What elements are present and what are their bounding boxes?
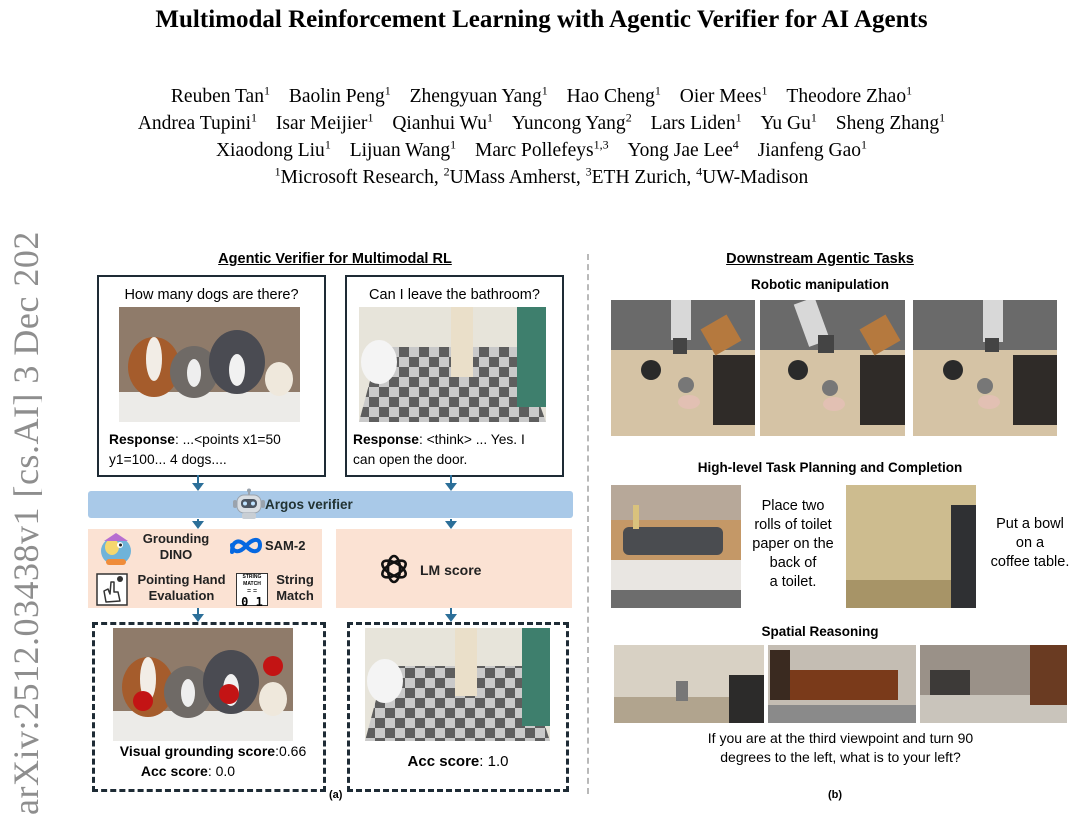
robot-frame-2 — [760, 300, 905, 436]
spatial-question: If you are at the third viewpoint and tu… — [707, 730, 974, 765]
pointing-hand-icon — [96, 573, 128, 606]
point-marker — [263, 656, 283, 676]
figure-caption-b: (b) — [828, 789, 843, 801]
author: Isar Meijier1 — [275, 110, 374, 134]
author: Jianfeng Gao1 — [757, 137, 868, 161]
author: Lijuan Wang1 — [349, 137, 457, 161]
author: Yong Jae Lee4 — [627, 137, 739, 161]
left-panel-heading: Agentic Verifier for Multimodal RL — [218, 251, 452, 267]
author: Sheng Zhang1 — [835, 110, 946, 134]
robot-frame-1 — [611, 300, 755, 436]
dogs-photo — [119, 307, 300, 422]
lm-score-label: LM score — [420, 562, 482, 578]
robot-frame-3 — [913, 300, 1057, 436]
robotic-manipulation-label: Robotic manipulation — [751, 277, 889, 292]
paper-title: Multimodal Reinforcement Learning with A… — [155, 6, 928, 33]
arrow-down-icon — [192, 519, 204, 529]
author: Xiaodong Liu1 — [215, 137, 331, 161]
authors-line-3: Xiaodong Liu1 Lijuan Wang1 Marc Pollefey… — [0, 137, 1083, 162]
sam-2-label: SAM-2 — [265, 538, 306, 553]
figure-caption-a: (a) — [329, 789, 343, 801]
string-match-icon: STRING MATCH = = 0 1 — [236, 573, 268, 609]
author: Theodore Zhao1 — [786, 83, 913, 107]
viewpoint-2-photo — [768, 645, 916, 723]
author: Qianhui Wu1 — [392, 110, 494, 134]
right-panel-heading: Downstream Agentic Tasks — [726, 251, 914, 267]
dog-result-box: Visual grounding score:0.66 Acc score: 0… — [92, 622, 326, 792]
dog-acc-score: Acc score: 0.0 — [140, 763, 236, 779]
author: Reuben Tan1 — [170, 83, 270, 107]
argos-verifier-bar — [88, 491, 573, 518]
dogs-grounding-photo — [113, 628, 293, 741]
meta-logo-icon — [228, 535, 264, 557]
author: Oier Mees1 — [679, 83, 768, 107]
robot-icon — [232, 488, 266, 520]
authors-line-1: Reuben Tan1 Baolin Peng1 Zhengyuan Yang1… — [0, 83, 1083, 108]
point-marker — [133, 691, 153, 711]
bathroom-response: Response: <think> ... Yes. I can open th… — [353, 432, 525, 467]
bathroom-result-box: Acc score: 1.0 — [347, 622, 569, 792]
bathroom-question-box: Can I leave the bathroom? Response: <thi… — [345, 275, 564, 477]
spatial-reasoning-label: Spatial Reasoning — [761, 624, 879, 639]
author: Baolin Peng1 — [288, 83, 391, 107]
authors-line-2: Andrea Tupini1 Isar Meijier1 Qianhui Wu1… — [0, 110, 1083, 135]
author: Hao Cheng1 — [566, 83, 661, 107]
dog-question: How many dogs are there? — [124, 287, 299, 303]
argos-verifier-label: Argos verifier — [265, 497, 353, 512]
arrow-down-icon — [192, 475, 204, 491]
openai-logo-icon — [377, 552, 411, 586]
arrow-down-icon — [445, 608, 457, 622]
dog-response: Response: ...<points x1=50 y1=100... 4 d… — [109, 432, 281, 467]
dog-question-box: How many dogs are there? Response: ...<p… — [97, 275, 326, 477]
arrow-down-icon — [192, 608, 204, 622]
author: Marc Pollefeys1,3 — [475, 137, 609, 161]
lm-score-panel — [336, 529, 572, 608]
arrow-down-icon — [445, 475, 457, 491]
panel-divider — [587, 254, 589, 794]
arxiv-identifier: arXiv:2512.03438v1 [cs.AI] 3 Dec 2025 — [6, 230, 42, 815]
task-planning-label: High-level Task Planning and Completion — [697, 460, 963, 475]
viewpoint-3-photo — [920, 645, 1067, 723]
author: Yu Gu1 — [760, 110, 817, 134]
arrow-down-icon — [445, 519, 457, 529]
affiliations: 1Microsoft Research, 2UMass Amherst, 3ET… — [274, 164, 809, 188]
author: Zhengyuan Yang1 — [409, 83, 548, 107]
author: Yuncong Yang2 — [511, 110, 632, 134]
author: Andrea Tupini1 — [137, 110, 258, 134]
author: Lars Liden1 — [650, 110, 742, 134]
bathroom-acc-score: Acc score: 1.0 — [407, 753, 509, 770]
grounding-dino-icon — [96, 531, 136, 567]
bathroom-result-photo — [365, 628, 550, 741]
bathroom-question: Can I leave the bathroom? — [369, 287, 540, 303]
visual-grounding-score: Visual grounding score:0.66 — [119, 743, 307, 759]
point-marker — [219, 684, 239, 704]
bathroom-photo — [359, 307, 546, 422]
room-photo — [846, 485, 976, 608]
viewpoint-1-photo — [614, 645, 764, 723]
sink-photo — [611, 485, 741, 608]
